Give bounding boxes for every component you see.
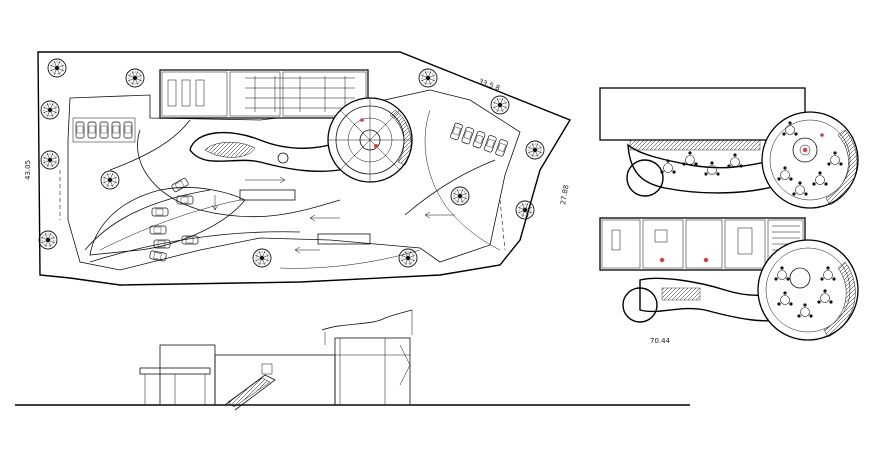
lower-plan-stairs (772, 225, 800, 251)
upper-red-marker (820, 133, 824, 137)
service-path (59, 170, 506, 251)
lower-plan-room (724, 219, 766, 269)
lower-plan-small-rotunda (622, 287, 658, 323)
site-road-curve (109, 119, 191, 171)
leaf-planter (99, 199, 241, 251)
lower-plan-fixture (737, 227, 753, 255)
lower-plan-fixture (611, 229, 621, 251)
upper-plan-small-rotunda (626, 159, 664, 197)
lower-plan-fixture (654, 229, 668, 243)
dimension-bottom: 70.44 (650, 337, 671, 345)
upper-plan-rotunda (761, 111, 859, 209)
lower-plan-room (642, 219, 684, 269)
elevation-tower-detail (335, 338, 411, 405)
elevation-left-block (159, 344, 216, 406)
building-footprint (159, 69, 369, 119)
lower-plan-rotunda (757, 239, 859, 341)
lower-floor-plan: 70.44 (599, 217, 859, 345)
upper-plan-tables (659, 150, 744, 177)
site-road-curve (89, 231, 301, 263)
dimension-right: 27.88 (559, 184, 570, 205)
building-room (167, 79, 177, 107)
elevation-roof-wave (324, 310, 413, 345)
upper-floor-plan (599, 87, 859, 209)
building-room (181, 79, 191, 107)
elevation-view (15, 309, 690, 411)
pavilion-steps (389, 109, 412, 166)
lower-plan-hatch (661, 287, 701, 301)
building-room (195, 79, 205, 107)
upper-red-marker (802, 147, 808, 153)
lower-rotunda-steps (823, 261, 856, 338)
elevation-roof-wave (321, 309, 413, 331)
upper-plan-curved-wing (627, 143, 781, 194)
dimension-top: 33.5 8 (477, 77, 501, 92)
building-room (282, 71, 367, 117)
elevation-tower (334, 337, 411, 406)
upper-plan-hatch (629, 139, 761, 151)
leaf-planter (89, 187, 246, 256)
upper-rotunda-steps (825, 129, 858, 206)
lobby-hatch (204, 142, 256, 158)
bus (239, 189, 296, 201)
small-circle-feature (277, 152, 289, 164)
traffic-arrows (211, 176, 455, 254)
pavilion-marker (360, 118, 364, 122)
site-road-curve (424, 109, 501, 251)
pavilion-marker (374, 144, 378, 148)
lower-red-marker (703, 257, 709, 263)
elevation-canopy-posts (144, 374, 206, 405)
site-road-curve (404, 159, 496, 216)
bus (317, 233, 371, 245)
lower-red-marker (659, 257, 665, 263)
lower-plan-room (685, 219, 723, 269)
building-room (161, 71, 228, 117)
elevation-canopy (139, 367, 211, 375)
lower-plan-room (601, 219, 641, 269)
building-interior-marks (245, 76, 355, 112)
elevation-window (261, 363, 273, 375)
building-room (229, 71, 281, 117)
site-boundary (37, 51, 572, 286)
dimension-left: 43.05 (24, 160, 32, 180)
parking-row-left (72, 117, 136, 143)
circular-pavilion (327, 97, 413, 183)
site-plan: 33.5 8 43.05 27.88 (24, 51, 572, 286)
elevation-stairs-hatch (227, 377, 271, 408)
